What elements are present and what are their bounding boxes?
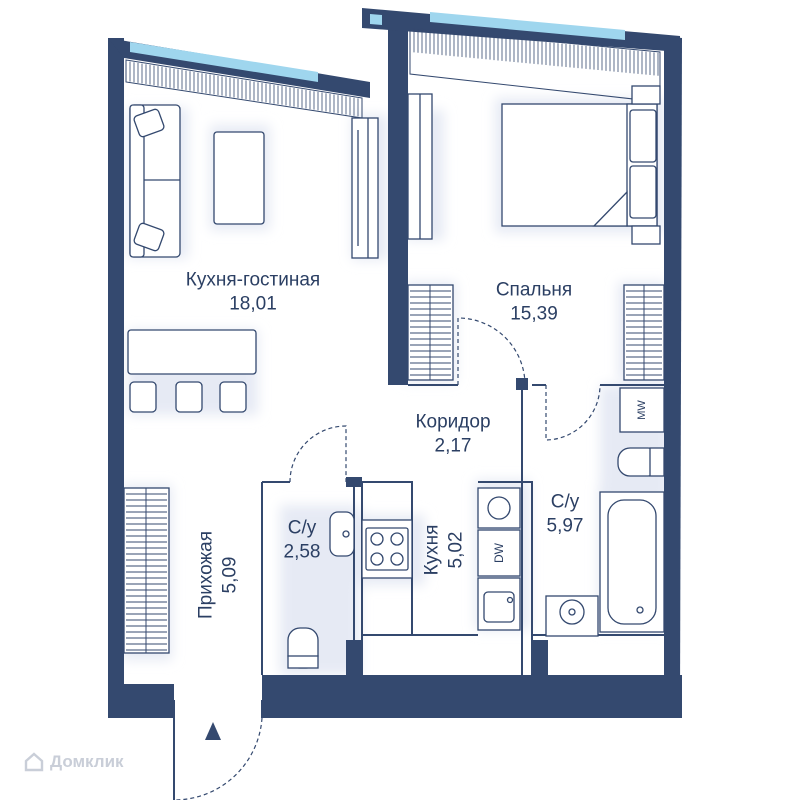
room-label-corridor: Коридор 2,17 — [415, 410, 490, 458]
wall-bottom-left — [108, 684, 174, 718]
room-label-kitchen: Кухня 5,02 — [420, 525, 468, 576]
dishwasher — [477, 529, 521, 577]
house-logo-icon — [24, 752, 44, 772]
room-label-bath2: С/у 5,97 — [547, 490, 584, 538]
room-name: С/у — [550, 491, 580, 513]
window-bedroom-side — [370, 14, 382, 25]
room-name: Кухня — [421, 524, 443, 576]
room-area: 5,09 — [219, 556, 240, 594]
room-area: 2,17 — [434, 435, 472, 456]
wall-bottom-main — [262, 675, 682, 718]
room-name: Спальня — [495, 279, 573, 301]
room-label-bath1: С/у 2,58 — [284, 516, 321, 564]
door-bath2 — [545, 384, 601, 441]
room-name: Коридор — [415, 411, 491, 433]
doors — [174, 317, 601, 800]
radiator-living-hatch — [129, 61, 359, 117]
living-furniture — [127, 104, 379, 413]
kitchen-island — [127, 329, 257, 375]
windows — [130, 12, 625, 82]
wall-bedroom-left — [362, 10, 408, 385]
tv-stand — [351, 117, 379, 259]
bath1-fixtures — [287, 511, 355, 669]
room-name: С/у — [287, 517, 317, 539]
watermark-text: Домклик — [50, 752, 124, 771]
microwave-cabinet — [619, 387, 665, 433]
room-area: 2,58 — [283, 541, 321, 562]
watermark: Домклик — [24, 752, 124, 772]
room-area: 18,01 — [229, 293, 277, 314]
sink-bath1 — [329, 511, 355, 557]
room-area: 15,39 — [510, 303, 558, 324]
door-bedroom — [457, 317, 526, 386]
bath2-fixtures — [545, 387, 665, 637]
room-name: Кухня-гостиная — [185, 269, 321, 291]
door-bath1 — [289, 425, 347, 483]
dishwasher-label: DW — [492, 543, 506, 563]
wall-right-outer — [664, 36, 682, 700]
wall-blocks — [346, 378, 548, 675]
fan-icon — [487, 496, 511, 520]
bedroom-furniture — [407, 85, 661, 245]
door-entrance — [174, 717, 263, 800]
window-bedroom — [430, 12, 625, 40]
wall-kitchen-top — [362, 481, 413, 635]
bar-stool-2 — [175, 381, 203, 413]
window-living — [130, 42, 318, 82]
coffee-table — [213, 131, 265, 225]
room-label-hall: Прихожая 5,09 — [194, 531, 242, 619]
bar-stool-1 — [129, 381, 157, 413]
room-name: Прихожая — [195, 530, 217, 620]
room-area: 5,02 — [445, 531, 466, 569]
radiator-bedroom-hatch — [413, 29, 659, 76]
bar-stool-3 — [219, 381, 247, 413]
interior-walls — [173, 384, 664, 800]
wall-left-outer — [108, 38, 124, 700]
kitchen-fixtures — [361, 487, 521, 631]
wall-kitchen-right — [478, 481, 533, 675]
wardrobes — [123, 284, 665, 654]
room-label-bedroom: Спальня 15,39 — [496, 278, 572, 326]
entrance-arrow-icon — [205, 722, 221, 740]
room-area: 5,97 — [546, 515, 584, 536]
microwave-label: MW — [636, 400, 648, 420]
room-label-living: Кухня-гостиная 18,01 — [186, 268, 320, 316]
